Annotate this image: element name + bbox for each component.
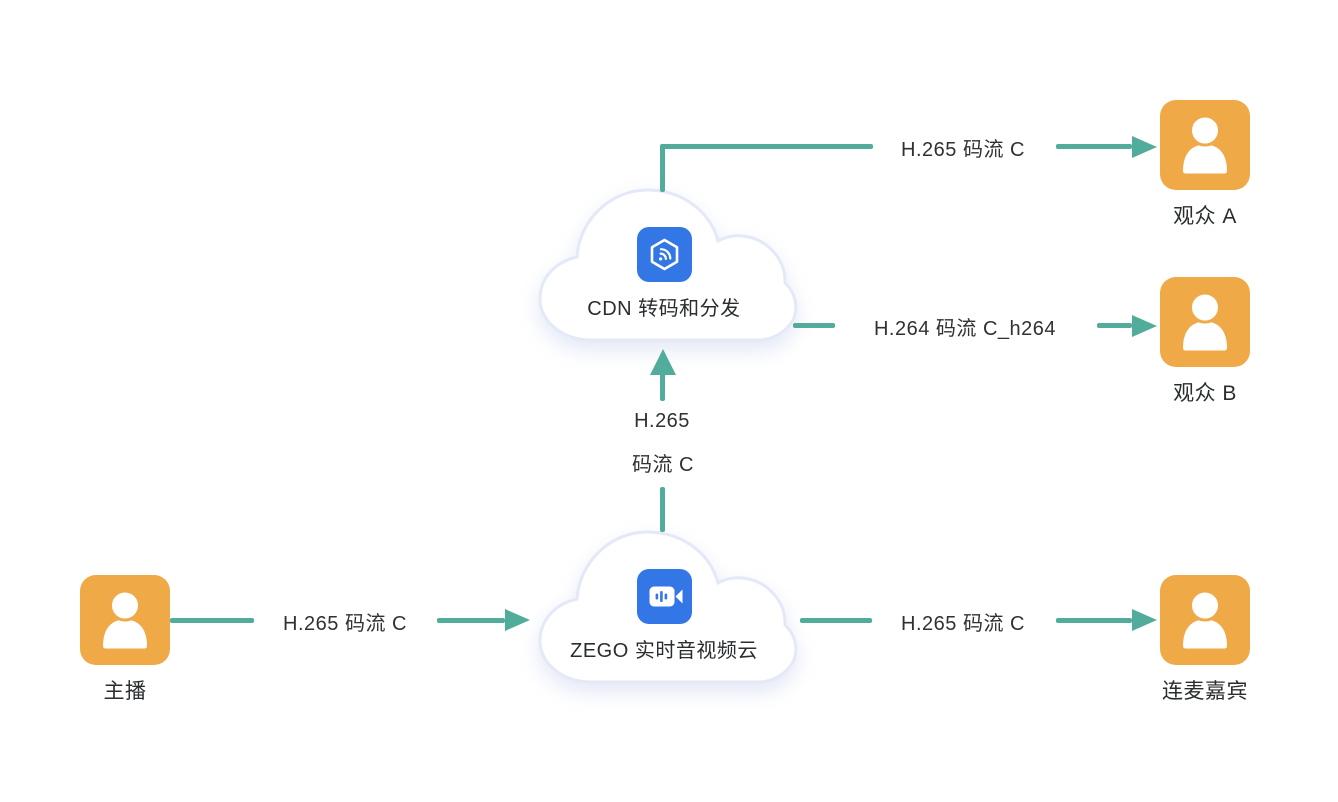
- audience-b-label: 观众 B: [1173, 382, 1237, 405]
- edge-cdn-to-audience-b-line: [793, 323, 835, 328]
- edge-cdn-to-audience-b-line: [1097, 323, 1132, 328]
- arrowhead-right-icon: [1132, 136, 1157, 158]
- edge-zego-to-cdn-label-line1: H.265: [634, 410, 690, 432]
- host-label: 主播: [103, 680, 147, 703]
- edge-cdn-to-audience-a-line: [1056, 144, 1132, 149]
- edge-host-to-zego-line: [437, 618, 505, 623]
- user-icon: [80, 575, 170, 665]
- edge-host-to-zego-label: H.265 码流 C: [283, 613, 407, 635]
- cdn-cloud-label: CDN 转码和分发: [587, 298, 741, 320]
- audience-a-label: 观众 A: [1173, 205, 1237, 228]
- edge-zego-to-guest-line: [1056, 618, 1132, 623]
- edge-zego-to-cdn-label-line2: 码流 C: [632, 454, 694, 476]
- arrowhead-right-icon: [505, 609, 530, 631]
- edge-host-to-zego-line: [170, 618, 254, 623]
- edge-cdn-to-audience-b-label: H.264 码流 C_h264: [873, 318, 1057, 340]
- edge-cdn-to-audience-a-line: [660, 144, 873, 149]
- edge-cdn-to-audience-a-line: [660, 146, 665, 192]
- zego-cloud-label: ZEGO 实时音视频云: [570, 640, 758, 662]
- guest-node: 连麦嘉宾: [1160, 575, 1250, 703]
- guest-label: 连麦嘉宾: [1162, 680, 1248, 703]
- cdn-cloud-node: CDN 转码和分发: [528, 180, 800, 346]
- zego-cloud-node: ZEGO 实时音视频云: [528, 522, 800, 688]
- edge-zego-to-guest-line: [800, 618, 872, 623]
- cdn-stream-icon: [637, 227, 692, 282]
- arrowhead-right-icon: [1132, 315, 1157, 337]
- edge-zego-to-guest-label: H.265 码流 C: [901, 613, 1025, 635]
- user-icon: [1160, 100, 1250, 190]
- user-icon: [1160, 575, 1250, 665]
- arrowhead-up-icon: [650, 349, 676, 375]
- audience-b-node: 观众 B: [1160, 277, 1250, 405]
- arrowhead-right-icon: [1132, 609, 1157, 631]
- video-camera-icon: [637, 569, 692, 624]
- host-node: 主播: [80, 575, 170, 703]
- audience-a-node: 观众 A: [1160, 100, 1250, 228]
- edge-zego-to-cdn-line: [660, 487, 665, 532]
- edge-zego-to-cdn-line: [660, 373, 665, 401]
- edge-cdn-to-audience-a-label: H.265 码流 C: [901, 139, 1025, 161]
- user-icon: [1160, 277, 1250, 367]
